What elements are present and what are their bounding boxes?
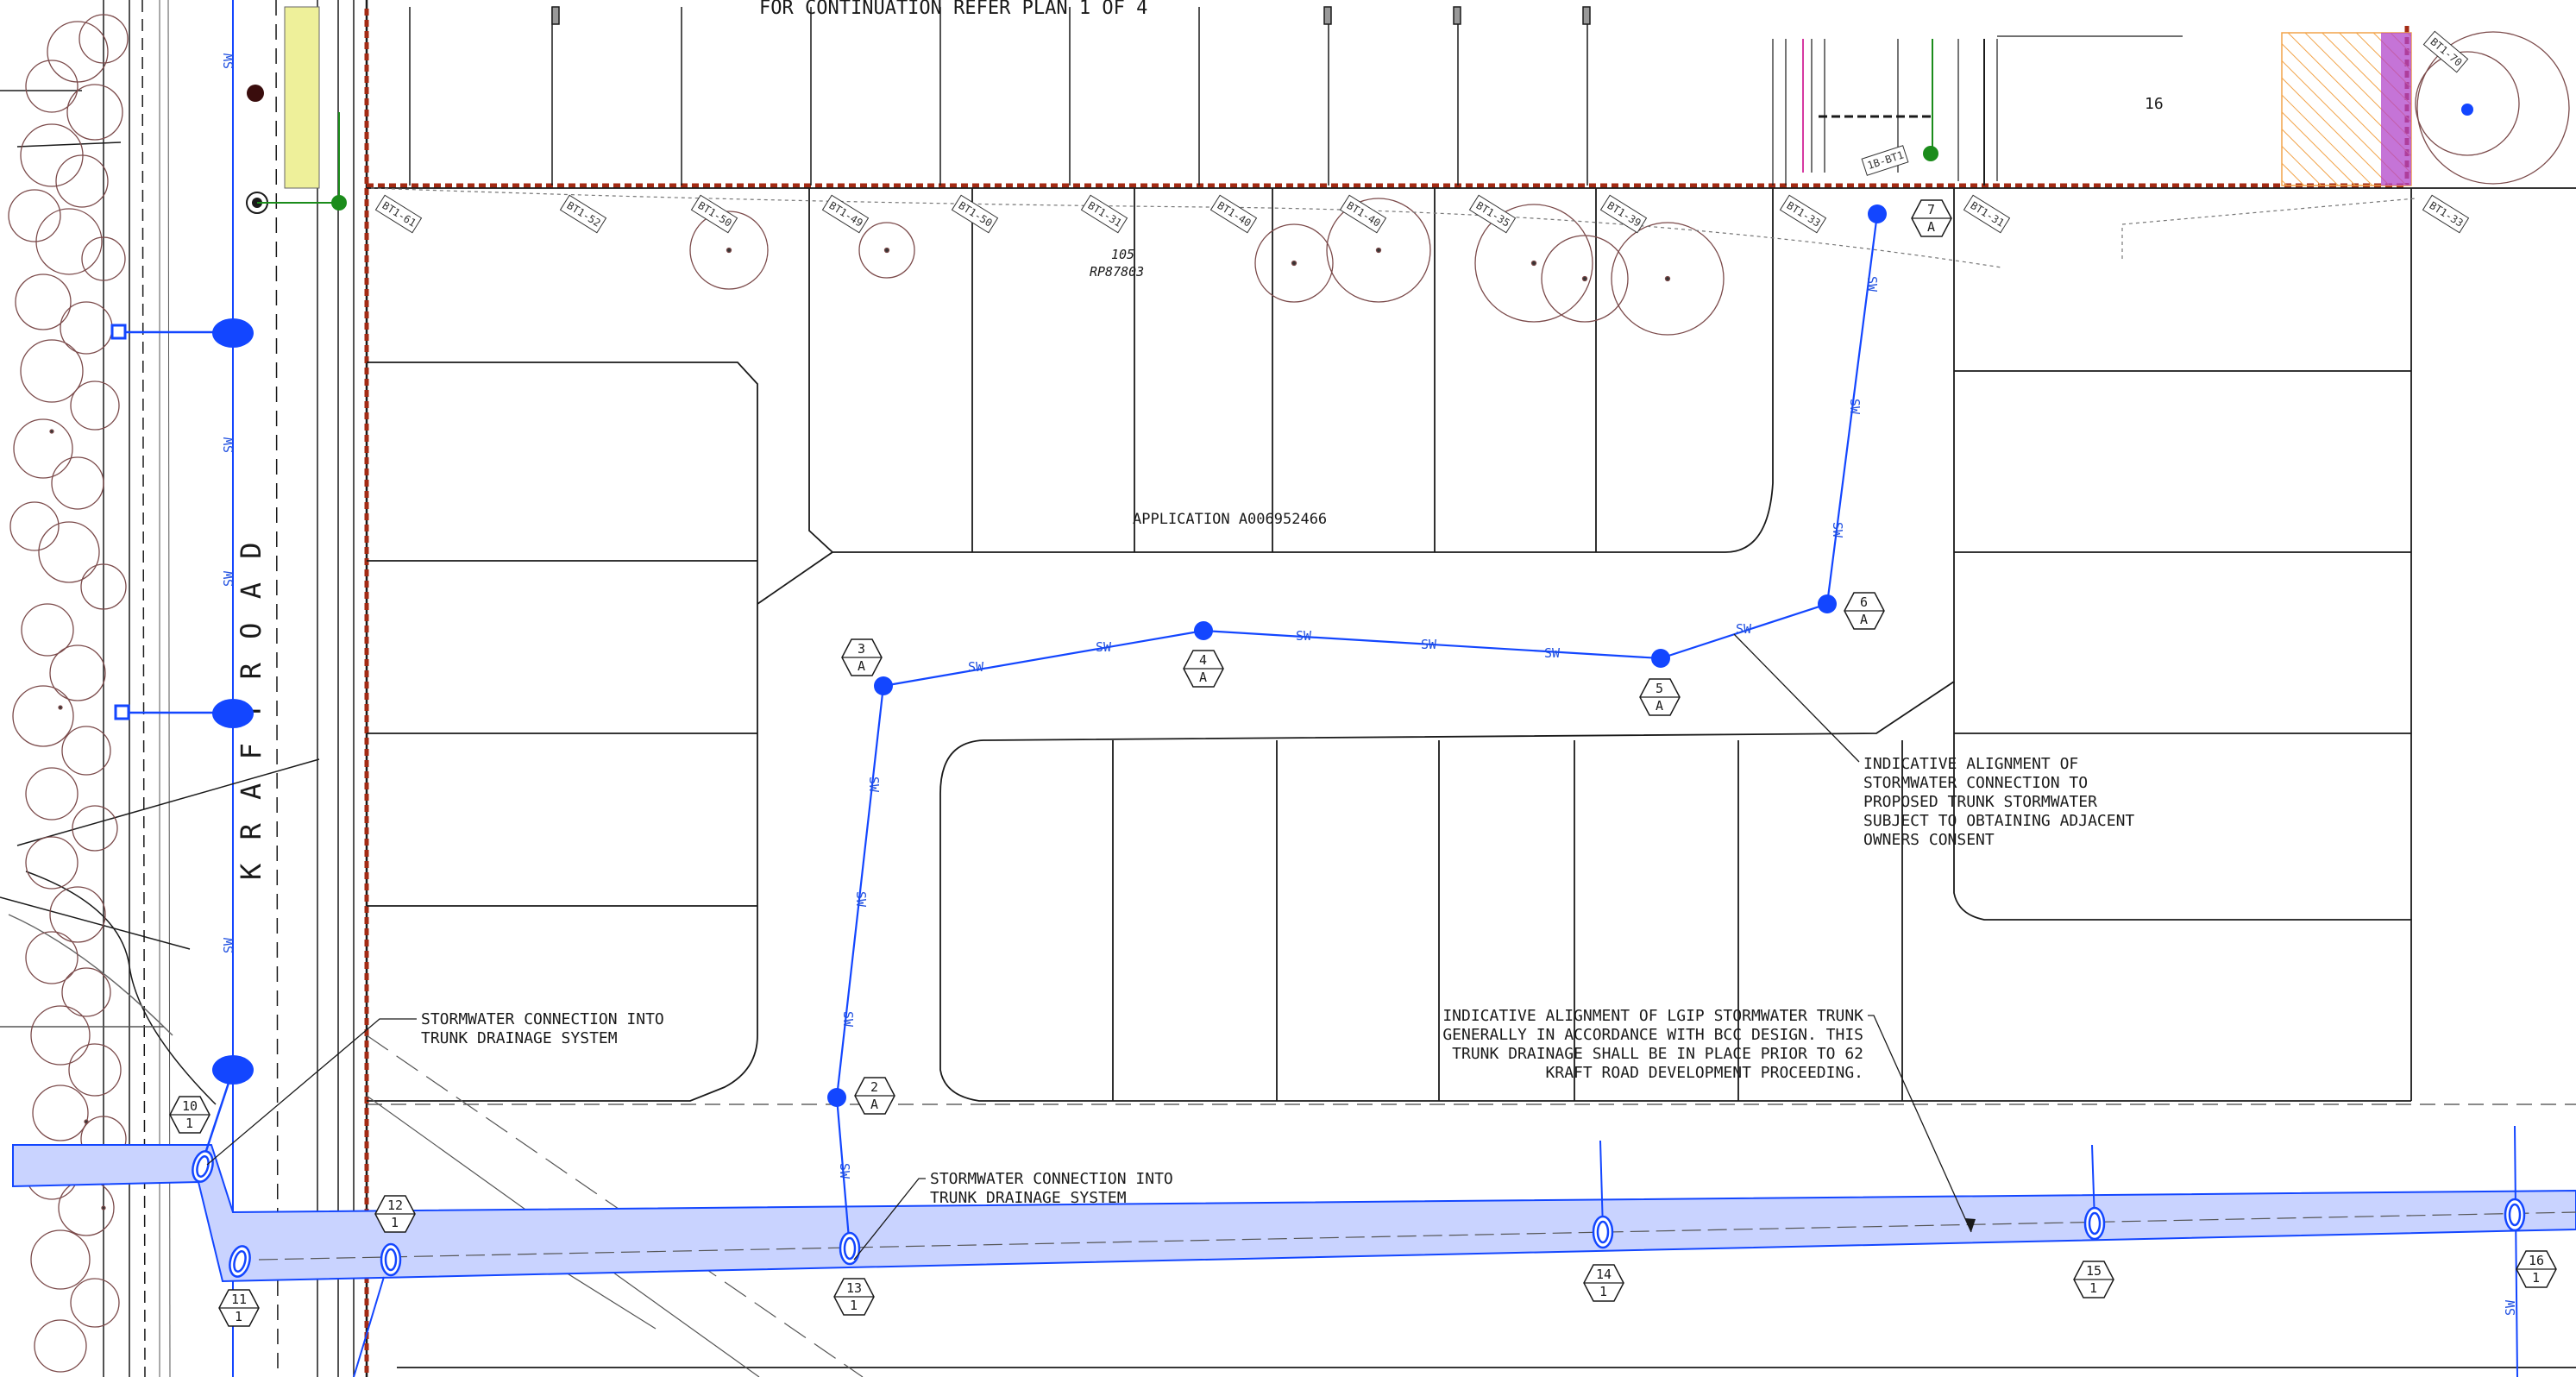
annotation-lgip-trunk: INDICATIVE ALIGNMENT OF LGIP STORMWATER … <box>1442 1007 1976 1233</box>
svg-text:INDICATIVE ALIGNMENT OF LGIP S: INDICATIVE ALIGNMENT OF LGIP STORMWATER … <box>1442 1007 1863 1025</box>
annotation-connection-mid: STORMWATER CONNECTION INTO TRUNK DRAINAG… <box>853 1170 1173 1261</box>
svg-text:16: 16 <box>2529 1253 2544 1268</box>
structure-tag-13: 131 <box>833 1278 875 1316</box>
site-boundary <box>364 9 2410 1377</box>
svg-text:A: A <box>1860 612 1868 627</box>
stormwater-pipe-network <box>835 213 1879 1249</box>
road-stormwater-pipes <box>119 330 235 1167</box>
services-top-left <box>246 85 347 214</box>
structure-labels: 2A 3A 4A 5A 6A 7A 101 111 121 131 141 15… <box>169 199 2557 1327</box>
structure-tag-6: 6A <box>1844 592 1885 630</box>
pipe-label: SW <box>1544 645 1561 661</box>
pipe-label: SW <box>1830 522 1845 538</box>
svg-text:6: 6 <box>1860 594 1868 610</box>
pipe-label: SW <box>837 1163 852 1179</box>
lot-number-label: 16 <box>2145 95 2164 113</box>
svg-text:STORMWATER CONNECTION INTO: STORMWATER CONNECTION INTO <box>930 1170 1173 1188</box>
structure-tag-10: 101 <box>169 1096 210 1134</box>
annotation-connection-left: STORMWATER CONNECTION INTO TRUNK DRAINAG… <box>206 1010 664 1166</box>
svg-text:11: 11 <box>231 1292 247 1307</box>
svg-text:A: A <box>1199 670 1207 685</box>
svg-text:A: A <box>870 1097 878 1112</box>
annotation-indicative-connection: INDICATIVE ALIGNMENT OF STORMWATER CONNE… <box>1733 633 2134 849</box>
lot-linework <box>366 187 2576 1377</box>
svg-text:OWNERS CONSENT: OWNERS CONSENT <box>1863 831 1995 849</box>
pipe-label: SW <box>1736 621 1752 637</box>
svg-text:INDICATIVE ALIGNMENT OF: INDICATIVE ALIGNMENT OF <box>1863 755 2078 773</box>
pipe-label: SW <box>1421 637 1437 652</box>
svg-text:KRAFT ROAD DEVELOPMENT PROCEED: KRAFT ROAD DEVELOPMENT PROCEEDING. <box>1546 1064 1863 1082</box>
svg-text:15: 15 <box>2086 1263 2102 1279</box>
trunk-manholes <box>192 1150 2526 1278</box>
pipe-label: SW <box>2503 1299 2518 1316</box>
continuation-note: FOR CONTINUATION REFER PLAN 1 OF 4 <box>759 0 1147 19</box>
top-right-services <box>1772 31 2570 186</box>
street-trees-left <box>8 14 129 1373</box>
dashed-fence-line <box>370 187 2002 268</box>
road-gully-pits <box>110 318 254 1085</box>
pipe-labels: SW SW SW SW SW SW SW SW SW SW SW SW SW S… <box>221 53 2518 1316</box>
lot-ref-plan: RP87803 <box>1090 264 1144 280</box>
structure-tag-15: 151 <box>2073 1261 2114 1298</box>
svg-text:GENERALLY IN ACCORDANCE WITH B: GENERALLY IN ACCORDANCE WITH BCC DESIGN.… <box>1442 1026 1863 1044</box>
structure-tag-16: 161 <box>2516 1250 2557 1288</box>
pipe-label: SW <box>221 53 236 69</box>
svg-text:1: 1 <box>850 1298 858 1313</box>
svg-text:STORMWATER CONNECTION INTO: STORMWATER CONNECTION INTO <box>421 1010 664 1028</box>
svg-text:10: 10 <box>182 1098 198 1114</box>
lot-tags: BT1-61 BT1-52 BT1-50 BT1-49 BT1-50 BT1-3… <box>374 30 2470 234</box>
svg-text:1: 1 <box>185 1116 193 1131</box>
svg-text:3: 3 <box>858 641 865 657</box>
structure-tag-5: 5A <box>1639 678 1681 716</box>
pipe-label: SW <box>221 570 236 587</box>
svg-text:2: 2 <box>870 1079 878 1095</box>
structure-tag-11: 111 <box>218 1289 260 1327</box>
upper-lot-ticks <box>409 6 1591 185</box>
kraft-road-corridor <box>0 0 368 1377</box>
structure-tag-2: 2A <box>854 1077 895 1115</box>
svg-text:A: A <box>858 658 865 674</box>
dashed-fence-line-right <box>2121 198 2416 259</box>
svg-text:TRUNK DRAINAGE SYSTEM: TRUNK DRAINAGE SYSTEM <box>930 1189 1127 1207</box>
application-label: APPLICATION A006952466 <box>1133 511 1327 528</box>
svg-text:1: 1 <box>1599 1284 1607 1299</box>
svg-text:7: 7 <box>1927 202 1935 217</box>
stormwater-nodes <box>827 204 1887 1107</box>
pipe-label: SW <box>1864 276 1880 292</box>
svg-text:SUBJECT TO OBTAINING ADJACENT: SUBJECT TO OBTAINING ADJACENT <box>1863 812 2134 830</box>
svg-text:TRUNK DRAINAGE SHALL BE IN PLA: TRUNK DRAINAGE SHALL BE IN PLACE PRIOR T… <box>1452 1045 1863 1063</box>
structure-tag-4: 4A <box>1183 650 1224 688</box>
svg-text:1: 1 <box>2532 1270 2540 1286</box>
svg-text:STORMWATER CONNECTION TO: STORMWATER CONNECTION TO <box>1863 774 2088 792</box>
structure-tag-7: 7A <box>1911 199 1952 237</box>
structure-tag-12: 121 <box>374 1195 416 1233</box>
pipe-label: SW <box>1296 628 1312 644</box>
lot-ref-number: 105 <box>1111 247 1134 262</box>
pipe-label: SW <box>853 891 869 908</box>
pipe-label: SW <box>221 937 236 953</box>
svg-text:1: 1 <box>235 1309 242 1324</box>
existing-trees-lots <box>689 198 1725 336</box>
svg-text:PROPOSED TRUNK STORMWATER: PROPOSED TRUNK STORMWATER <box>1863 793 2097 811</box>
svg-text:A: A <box>1927 219 1935 235</box>
structure-tag-14: 141 <box>1583 1264 1624 1302</box>
pipe-label: SW <box>840 1011 856 1028</box>
pipe-label: SW <box>968 659 984 675</box>
svg-text:1: 1 <box>2089 1280 2097 1296</box>
svg-text:TRUNK DRAINAGE SYSTEM: TRUNK DRAINAGE SYSTEM <box>421 1029 618 1047</box>
pipe-label: SW <box>1847 399 1863 415</box>
svg-text:1: 1 <box>391 1215 399 1230</box>
svg-text:5: 5 <box>1656 681 1663 696</box>
svg-text:13: 13 <box>846 1280 862 1296</box>
svg-text:14: 14 <box>1596 1267 1612 1282</box>
pipe-label: SW <box>221 437 236 453</box>
svg-text:12: 12 <box>387 1198 403 1213</box>
structure-tag-3: 3A <box>841 638 883 676</box>
pipe-label: SW <box>866 777 882 793</box>
svg-text:A: A <box>1656 698 1663 714</box>
svg-text:4: 4 <box>1199 652 1207 668</box>
pipe-label: SW <box>1096 639 1112 655</box>
yellow-strip <box>284 6 320 189</box>
